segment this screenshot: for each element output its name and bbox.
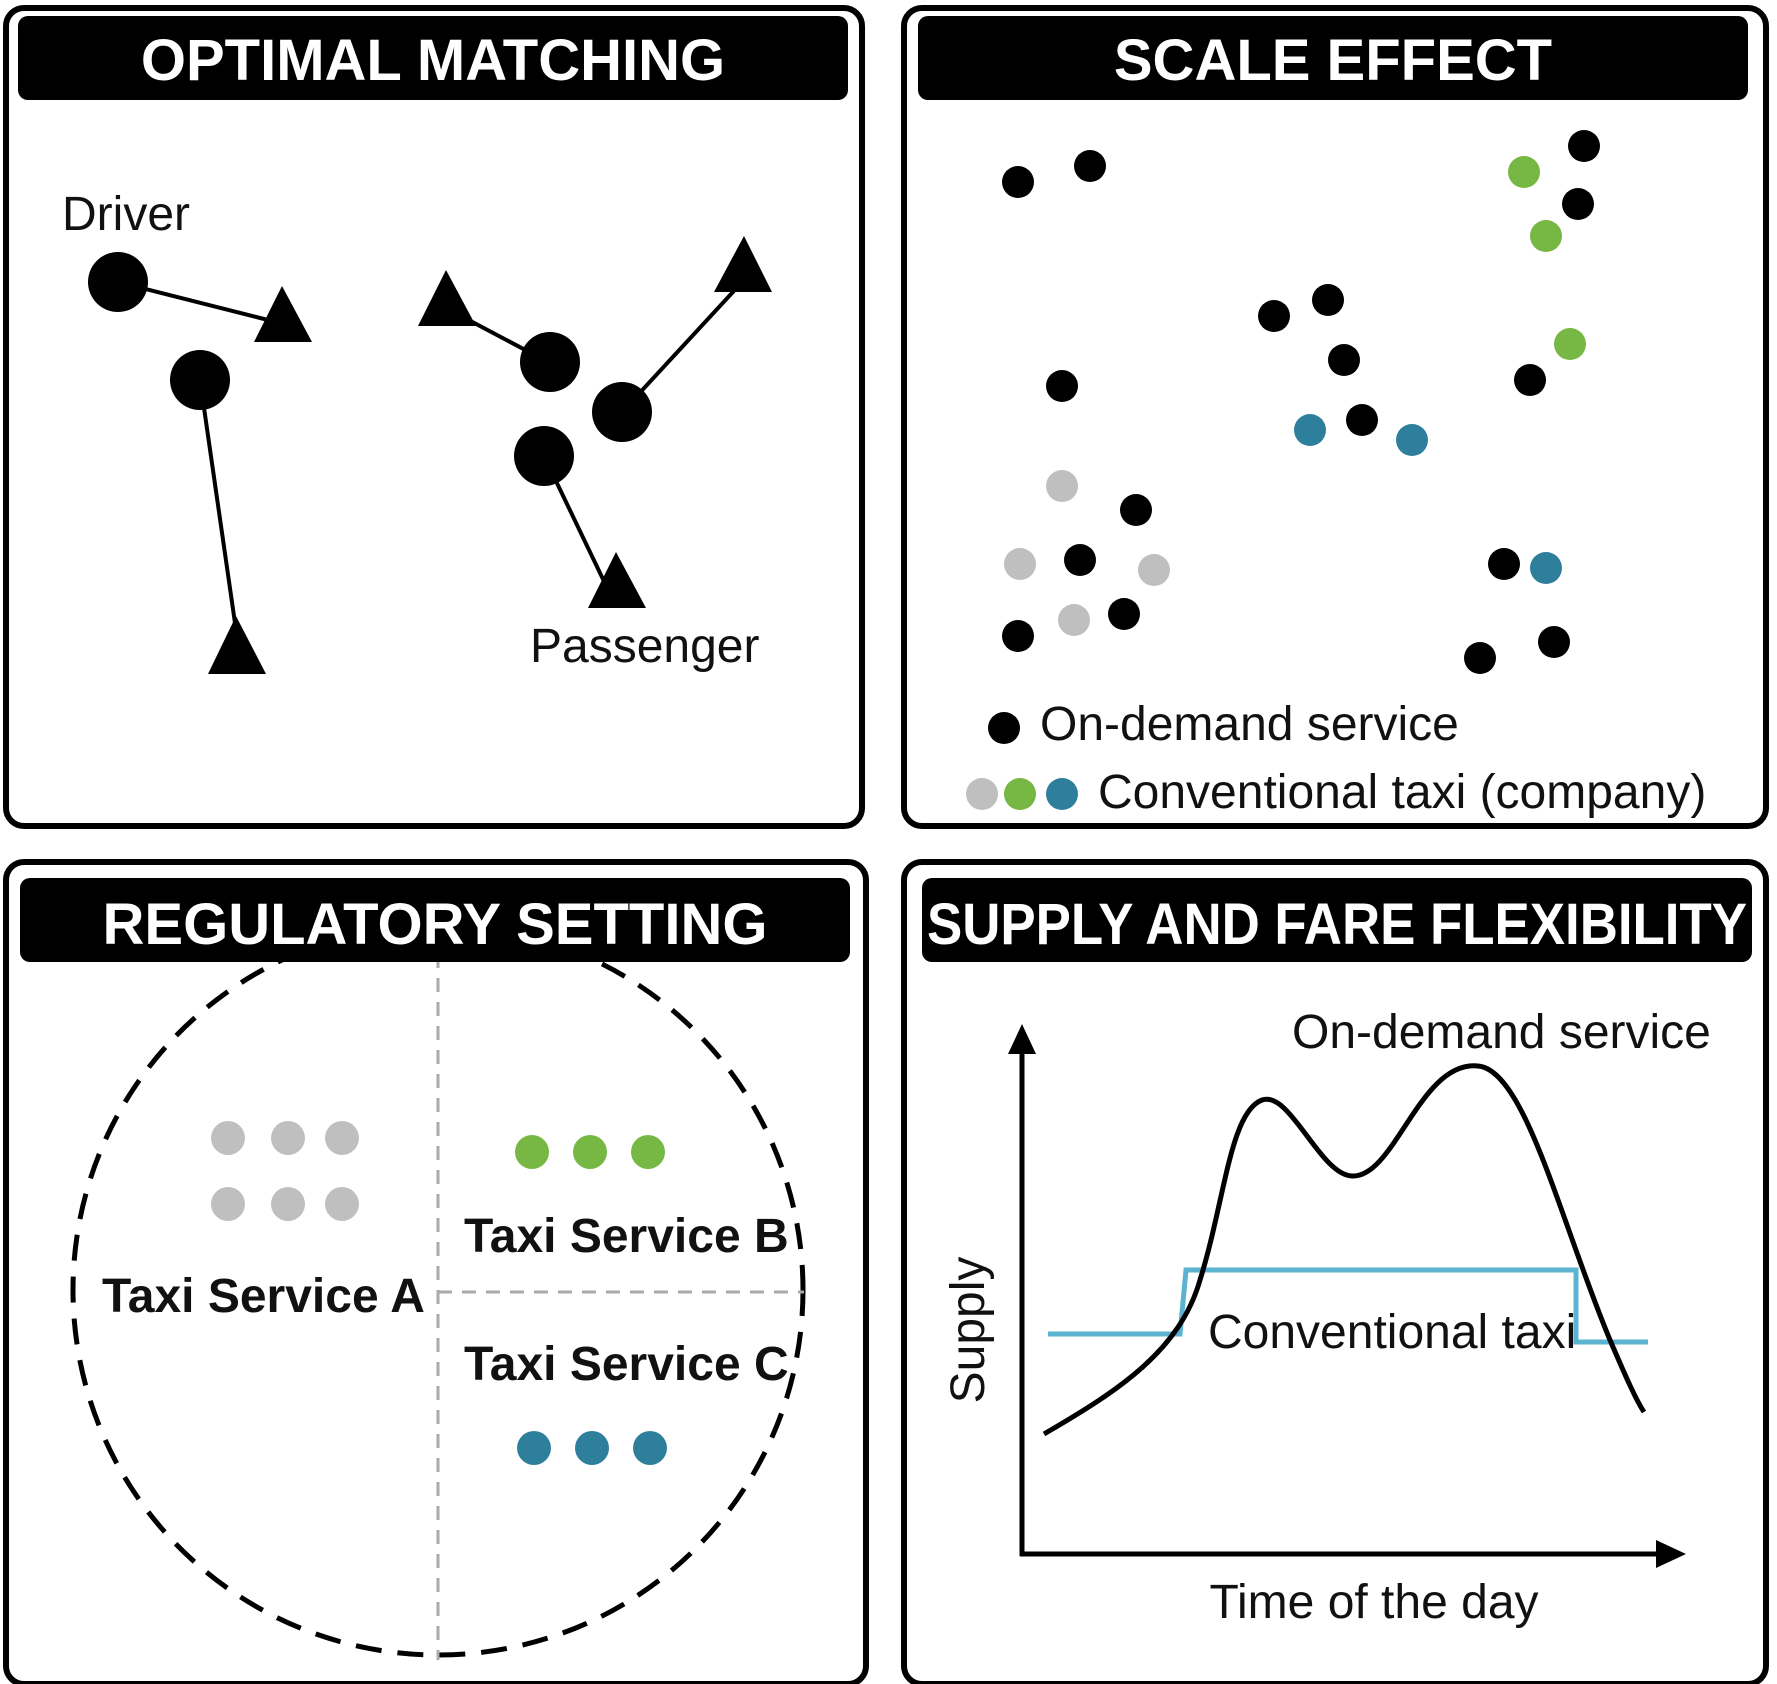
on-demand-dot <box>1064 544 1096 576</box>
on-demand-dot <box>1562 188 1594 220</box>
jurisdiction-circle <box>70 922 806 1658</box>
circle-driver-icon <box>88 252 148 312</box>
title-bar <box>20 878 850 962</box>
circle-driver-icon <box>592 382 652 442</box>
panel-title: SUPPLY AND FARE FLEXIBILITY <box>927 892 1747 957</box>
on-demand-dot <box>1108 598 1140 630</box>
triangle-passenger-icon <box>418 270 476 326</box>
panel-border <box>3 859 869 1684</box>
circle-driver-icon <box>514 426 574 486</box>
on-demand-dot <box>1002 166 1034 198</box>
on-demand-dot <box>1538 626 1570 658</box>
triangle-passenger-icon <box>714 236 772 292</box>
gray-company-dot <box>1138 554 1170 586</box>
on-demand-dot <box>1568 130 1600 162</box>
panel-title: OPTIMAL MATCHING <box>141 28 725 93</box>
legend-green-dot <box>1004 778 1036 810</box>
service-c-dot <box>575 1431 609 1465</box>
service-a-label: Taxi Service A <box>102 1270 425 1323</box>
panel-supply-flexibility: SUPPLY AND FARE FLEXIBILITY Supply Time … <box>901 859 1769 1684</box>
title-bar <box>918 16 1748 100</box>
gray-company-dot <box>1046 470 1078 502</box>
blue-company-dot <box>1294 414 1326 446</box>
on-demand-supply-curve <box>1042 1063 1647 1437</box>
green-company-dot <box>1508 156 1540 188</box>
title-bar <box>18 16 848 100</box>
circle-driver-icon <box>170 350 230 410</box>
conventional-line-label: Conventional taxi <box>1208 1306 1576 1359</box>
circle-driver-icon <box>520 332 580 392</box>
on-demand-dot <box>1346 404 1378 436</box>
service-a-dot <box>211 1121 245 1155</box>
conventional-supply-line <box>1048 1267 1648 1345</box>
x-axis-arrow-icon <box>1656 1540 1686 1568</box>
on-demand-dot <box>1002 620 1034 652</box>
passengers <box>208 236 772 674</box>
y-axis-label: Supply <box>942 1257 995 1404</box>
green-company-dot <box>1530 220 1562 252</box>
on-demand-dot <box>1312 284 1344 316</box>
on-demand-dot <box>1328 344 1360 376</box>
panel-border <box>3 5 865 829</box>
on-demand-dot <box>1464 642 1496 674</box>
legend-on-demand-dot <box>988 712 1020 744</box>
green-company-dot <box>1554 328 1586 360</box>
on-demand-dot <box>1514 364 1546 396</box>
scale-legend: On-demand service Conventional taxi (com… <box>966 698 1706 819</box>
service-b-dots <box>515 1135 665 1169</box>
triangle-passenger-icon <box>254 286 312 342</box>
service-a-dot <box>325 1121 359 1155</box>
panel-scale-effect: SCALE EFFECT <box>901 5 1769 829</box>
on-demand-dot <box>1074 150 1106 182</box>
triangle-passenger-icon <box>208 616 266 674</box>
legend-on-demand-label: On-demand service <box>1040 698 1459 751</box>
title-bar <box>922 878 1752 962</box>
legend-gray-dot <box>966 778 998 810</box>
on-demand-dot <box>1120 494 1152 526</box>
gray-company-dot <box>1004 548 1036 580</box>
service-b-label: Taxi Service B <box>464 1210 789 1263</box>
on-demand-dot <box>1258 300 1290 332</box>
service-c-dot <box>517 1431 551 1465</box>
passenger-label: Passenger <box>530 620 759 673</box>
on-demand-curve-label: On-demand service <box>1292 1006 1711 1059</box>
service-a-dots <box>211 1121 359 1221</box>
panel-regulatory-setting: REGULATORY SETTING Taxi Service A Taxi S… <box>3 859 869 1684</box>
on-demand-dot <box>1488 548 1520 580</box>
panel-border <box>901 859 1769 1684</box>
service-b-dot <box>515 1135 549 1169</box>
panel-optimal-matching: OPTIMAL MATCHING Driver Passenger <box>3 5 865 829</box>
panel-title: SCALE EFFECT <box>1114 28 1552 93</box>
panel-title: REGULATORY SETTING <box>103 892 768 957</box>
service-c-dot <box>633 1431 667 1465</box>
gray-company-dot <box>1058 604 1090 636</box>
drivers <box>88 252 652 486</box>
service-a-dot <box>271 1121 305 1155</box>
service-a-dot <box>325 1187 359 1221</box>
blue-company-dot <box>1530 552 1562 584</box>
on-demand-dot <box>1046 370 1078 402</box>
service-a-dot <box>271 1187 305 1221</box>
blue-company-dot <box>1396 424 1428 456</box>
service-b-dot <box>573 1135 607 1169</box>
service-c-label: Taxi Service C <box>464 1338 789 1391</box>
service-b-dot <box>631 1135 665 1169</box>
service-c-dots <box>517 1431 667 1465</box>
service-a-dot <box>211 1187 245 1221</box>
triangle-passenger-icon <box>588 552 646 608</box>
scatter-dots <box>1002 130 1600 674</box>
match-line <box>198 379 238 631</box>
legend-blue-dot <box>1046 778 1078 810</box>
legend-conventional-label: Conventional taxi (company) <box>1098 766 1706 819</box>
x-axis-label: Time of the day <box>1209 1576 1538 1629</box>
driver-label: Driver <box>62 188 190 241</box>
y-axis-arrow-icon <box>1008 1024 1036 1054</box>
